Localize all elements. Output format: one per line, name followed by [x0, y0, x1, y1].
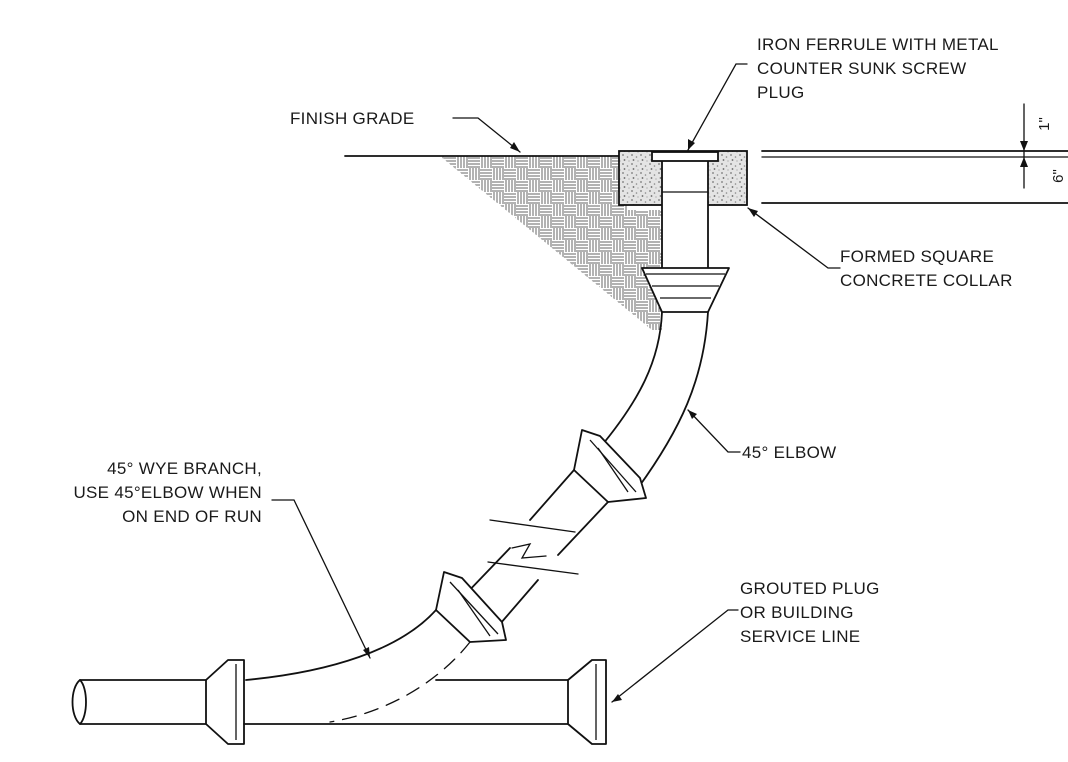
- finish-grade-leader: [452, 117, 521, 153]
- svg-text:IRON FERRULE WITH METAL: IRON FERRULE WITH METAL: [757, 35, 999, 54]
- svg-text:GROUTED PLUG: GROUTED PLUG: [740, 579, 880, 598]
- elbow-label: 45° ELBOW: [742, 443, 837, 462]
- ferrule-plug: [651, 151, 719, 162]
- main-pipe-left-stub: [79, 679, 207, 725]
- break-symbol: [511, 543, 547, 559]
- svg-text:ON END OF RUN: ON END OF RUN: [122, 507, 262, 526]
- svg-text:COUNTER SUNK SCREW: COUNTER SUNK SCREW: [757, 59, 966, 78]
- svg-text:SERVICE LINE: SERVICE LINE: [740, 627, 860, 646]
- finish-grade-label: FINISH GRADE: [290, 109, 415, 128]
- wye-leader: [271, 499, 371, 659]
- svg-text:USE 45°ELBOW WHEN: USE 45°ELBOW WHEN: [73, 483, 262, 502]
- collar-leader: [747, 207, 841, 269]
- svg-text:CONCRETE COLLAR: CONCRETE COLLAR: [840, 271, 1013, 290]
- collar-label: FORMED SQUARE CONCRETE COLLAR: [840, 247, 1013, 290]
- pipe-break-upper: [489, 519, 576, 533]
- wye-label: 45° WYE BRANCH, USE 45°ELBOW WHEN ON END…: [73, 459, 262, 526]
- backfill-hatch: [440, 156, 662, 330]
- elbow-pipe: [597, 311, 663, 451]
- riser-pipe: [661, 159, 709, 271]
- svg-text:OR BUILDING: OR BUILDING: [740, 603, 854, 622]
- main-right-hub: [567, 659, 607, 745]
- pipe-break-lower: [487, 561, 579, 575]
- plug-label: GROUTED PLUG OR BUILDING SERVICE LINE: [740, 579, 880, 646]
- plug-leader: [611, 609, 739, 703]
- ferrule-label: IRON FERRULE WITH METAL COUNTER SUNK SCR…: [757, 35, 999, 102]
- main-left-hub: [205, 659, 245, 745]
- svg-text:FORMED SQUARE: FORMED SQUARE: [840, 247, 994, 266]
- ferrule-leader: [687, 63, 748, 151]
- svg-text:45° WYE BRANCH,: 45° WYE BRANCH,: [107, 459, 262, 478]
- wye-branch-curve: [245, 609, 437, 681]
- elbow-leader: [687, 409, 741, 453]
- svg-text:PLUG: PLUG: [757, 83, 805, 102]
- dim-6-inch: 6": [1050, 169, 1067, 183]
- dim-1-inch: 1": [1036, 117, 1053, 131]
- wye-hidden-line: [329, 641, 471, 723]
